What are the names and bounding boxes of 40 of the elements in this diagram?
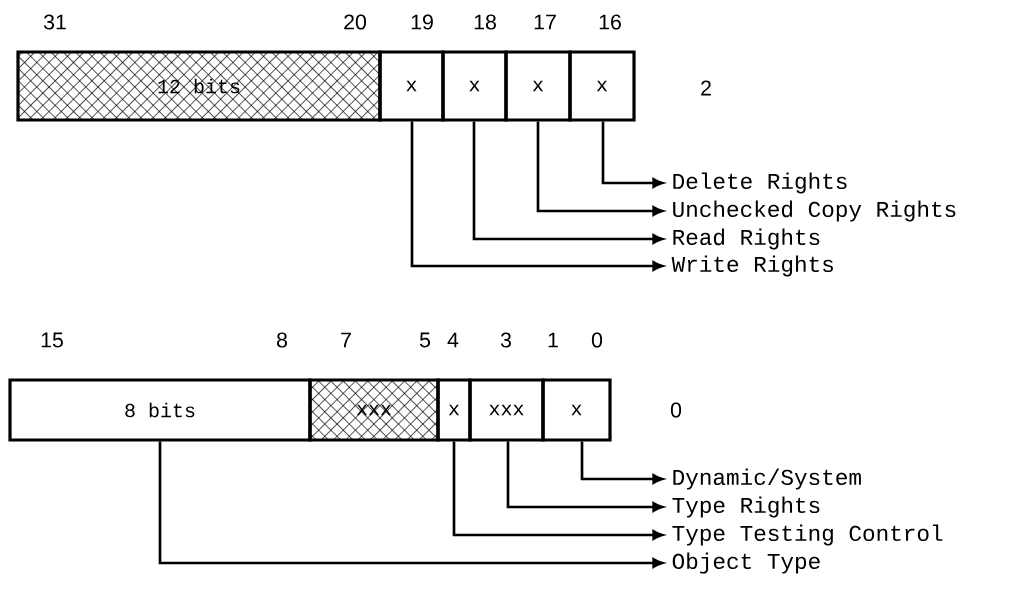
bit-number: 0 xyxy=(670,402,682,418)
bit-number: 7 xyxy=(341,332,351,348)
leader-line xyxy=(158,441,664,568)
bit-number: 18 xyxy=(474,14,496,30)
bit-number: 4 xyxy=(447,332,459,348)
bit-field: x xyxy=(541,378,612,442)
bit-number: 16 xyxy=(599,14,621,30)
bit-number: 17 xyxy=(534,14,556,30)
field-label: Type Testing Control xyxy=(672,524,943,546)
leader-line xyxy=(506,441,664,512)
field-label: Unchecked Copy Rights xyxy=(673,200,956,222)
bit-field: x xyxy=(568,50,636,122)
field-label: Delete Rights xyxy=(673,172,847,194)
bit-field: x xyxy=(436,378,472,442)
leader-line xyxy=(410,121,664,271)
bit-number: 20 xyxy=(344,14,366,30)
bit-number: 3 xyxy=(500,332,511,348)
field-label: Dynamic/System xyxy=(673,468,861,490)
leader-line xyxy=(536,121,664,216)
field-label: Type Rights xyxy=(672,496,820,518)
field-label: Object Type xyxy=(672,552,820,574)
bit-number: 2 xyxy=(701,80,711,96)
bit-number: 5 xyxy=(419,332,431,348)
bit-number: 19 xyxy=(411,14,433,30)
leader-line xyxy=(580,441,664,484)
bit-number: 8 xyxy=(277,332,287,348)
bit-number: 31 xyxy=(43,14,66,30)
bit-field: 8 bits xyxy=(8,378,312,442)
field-label: Read Rights xyxy=(673,228,820,250)
bit-field: xxx xyxy=(468,378,545,442)
bit-field: x xyxy=(378,50,445,122)
bit-number: 15 xyxy=(41,332,63,348)
bit-number: 0 xyxy=(591,332,603,348)
bit-field: x xyxy=(504,50,572,122)
leader-line xyxy=(601,121,664,188)
leader-line xyxy=(452,441,664,540)
field-label: Write Rights xyxy=(671,255,833,277)
bit-number: 1 xyxy=(548,332,558,348)
bit-field: x xyxy=(441,50,508,122)
leader-line xyxy=(472,121,664,244)
